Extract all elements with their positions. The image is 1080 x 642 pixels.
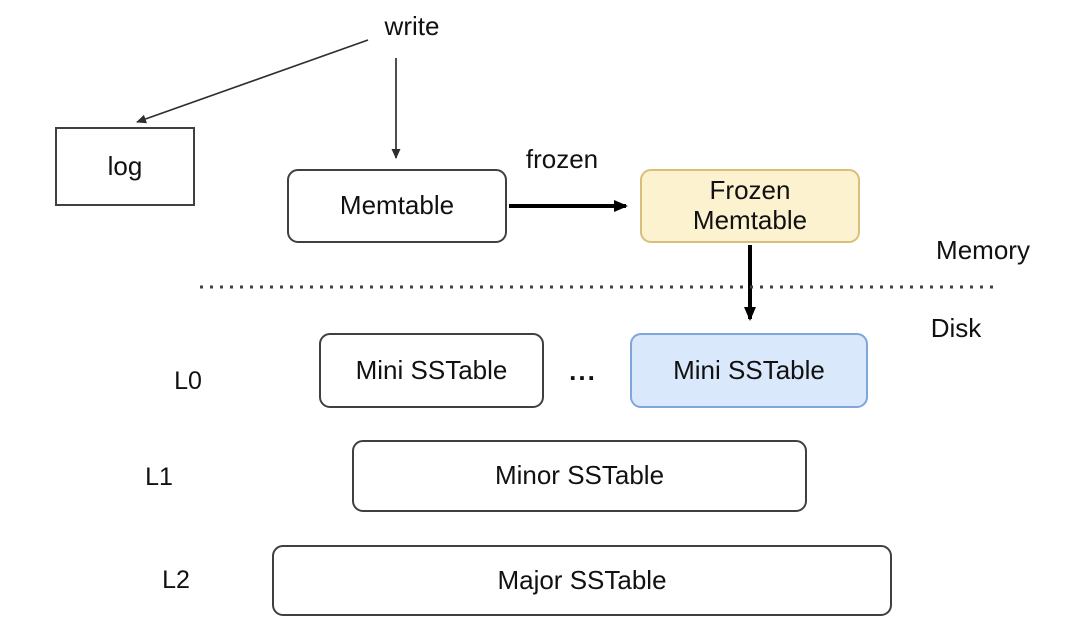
mini-sstable-right-label: Mini SSTable [673, 354, 825, 385]
level-label-l0: L0 [174, 367, 202, 395]
level-label-l2: L2 [162, 566, 190, 594]
mini-sstable-node-left: Mini SSTable [319, 333, 544, 408]
write-label: write [384, 11, 440, 41]
memtable-node: Memtable [287, 169, 507, 243]
log-node-label: log [107, 150, 143, 181]
mini-sstable-node-right: Mini SSTable [630, 333, 868, 408]
mini-sstable-left-label: Mini SSTable [355, 354, 508, 385]
disk-region-label: Disk [930, 313, 982, 343]
minor-sstable-node: Minor SSTable [352, 440, 807, 512]
memtable-node-label: Memtable [339, 190, 455, 221]
log-node: log [55, 127, 195, 206]
frozen-arrow-label: frozen [525, 144, 599, 174]
major-sstable-node-label: Major SSTable [497, 564, 667, 595]
level-label-l1: L1 [145, 463, 173, 491]
arrow-write-to-log [136, 39, 369, 124]
sstable-ellipsis: ... [569, 356, 597, 386]
major-sstable-node: Major SSTable [272, 545, 892, 616]
frozen-memtable-node-label: Frozen Memtable [692, 175, 808, 235]
frozen-memtable-node: Frozen Memtable [640, 169, 860, 243]
memory-region-label: Memory [936, 235, 1030, 265]
minor-sstable-node-label: Minor SSTable [494, 460, 665, 491]
